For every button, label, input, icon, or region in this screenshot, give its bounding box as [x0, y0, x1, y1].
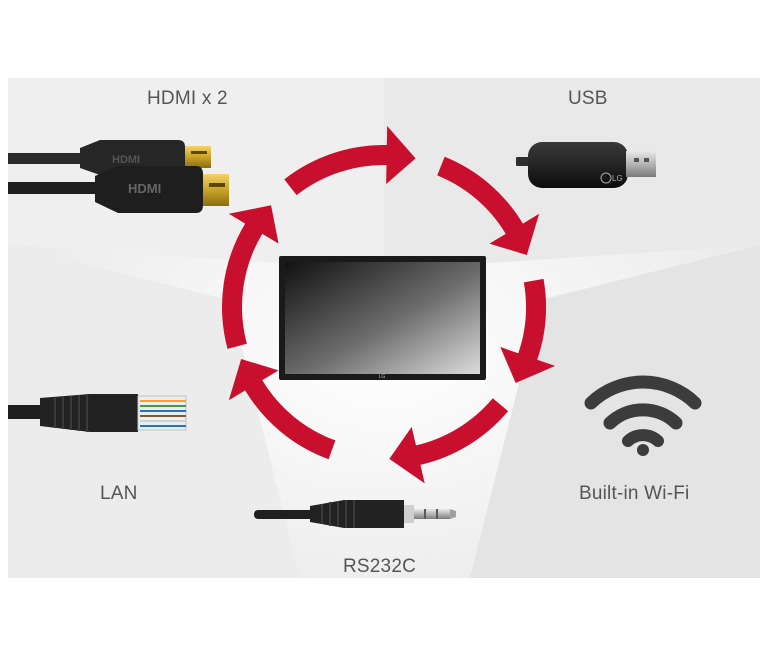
audio-jack-cable-icon [254, 500, 456, 528]
label-rs232c: RS232C [343, 556, 417, 577]
cycle-arrow-segment-2 [500, 278, 556, 383]
label-lan: LAN [100, 483, 138, 504]
cycle-arrow-segment-4 [228, 358, 336, 460]
cycle-arrow-segment-1 [437, 156, 540, 256]
monitor-icon: LG [279, 256, 486, 380]
cycle-arrow-segment-6 [284, 126, 416, 196]
label-usb: USB [568, 88, 608, 109]
hdmi-plug-logo-front: HDMI [128, 181, 161, 196]
wifi-icon [584, 375, 702, 456]
monitor-logo: LG [379, 374, 386, 380]
label-hdmi: HDMI x 2 [147, 88, 228, 109]
usb-logo: LG [612, 174, 623, 183]
cycle-arrow-segment-5 [222, 205, 279, 349]
usb-dongle-icon: LG [516, 142, 656, 188]
ethernet-cable-icon [8, 394, 187, 432]
cycle-arrows-icon [222, 126, 556, 484]
hdmi-cable-icon: HDMI HDMI [8, 140, 229, 213]
hdmi-plug-logo-back: HDMI [112, 154, 140, 166]
label-wifi: Built-in Wi-Fi [579, 483, 690, 504]
cycle-arrow-segment-3 [389, 398, 509, 484]
